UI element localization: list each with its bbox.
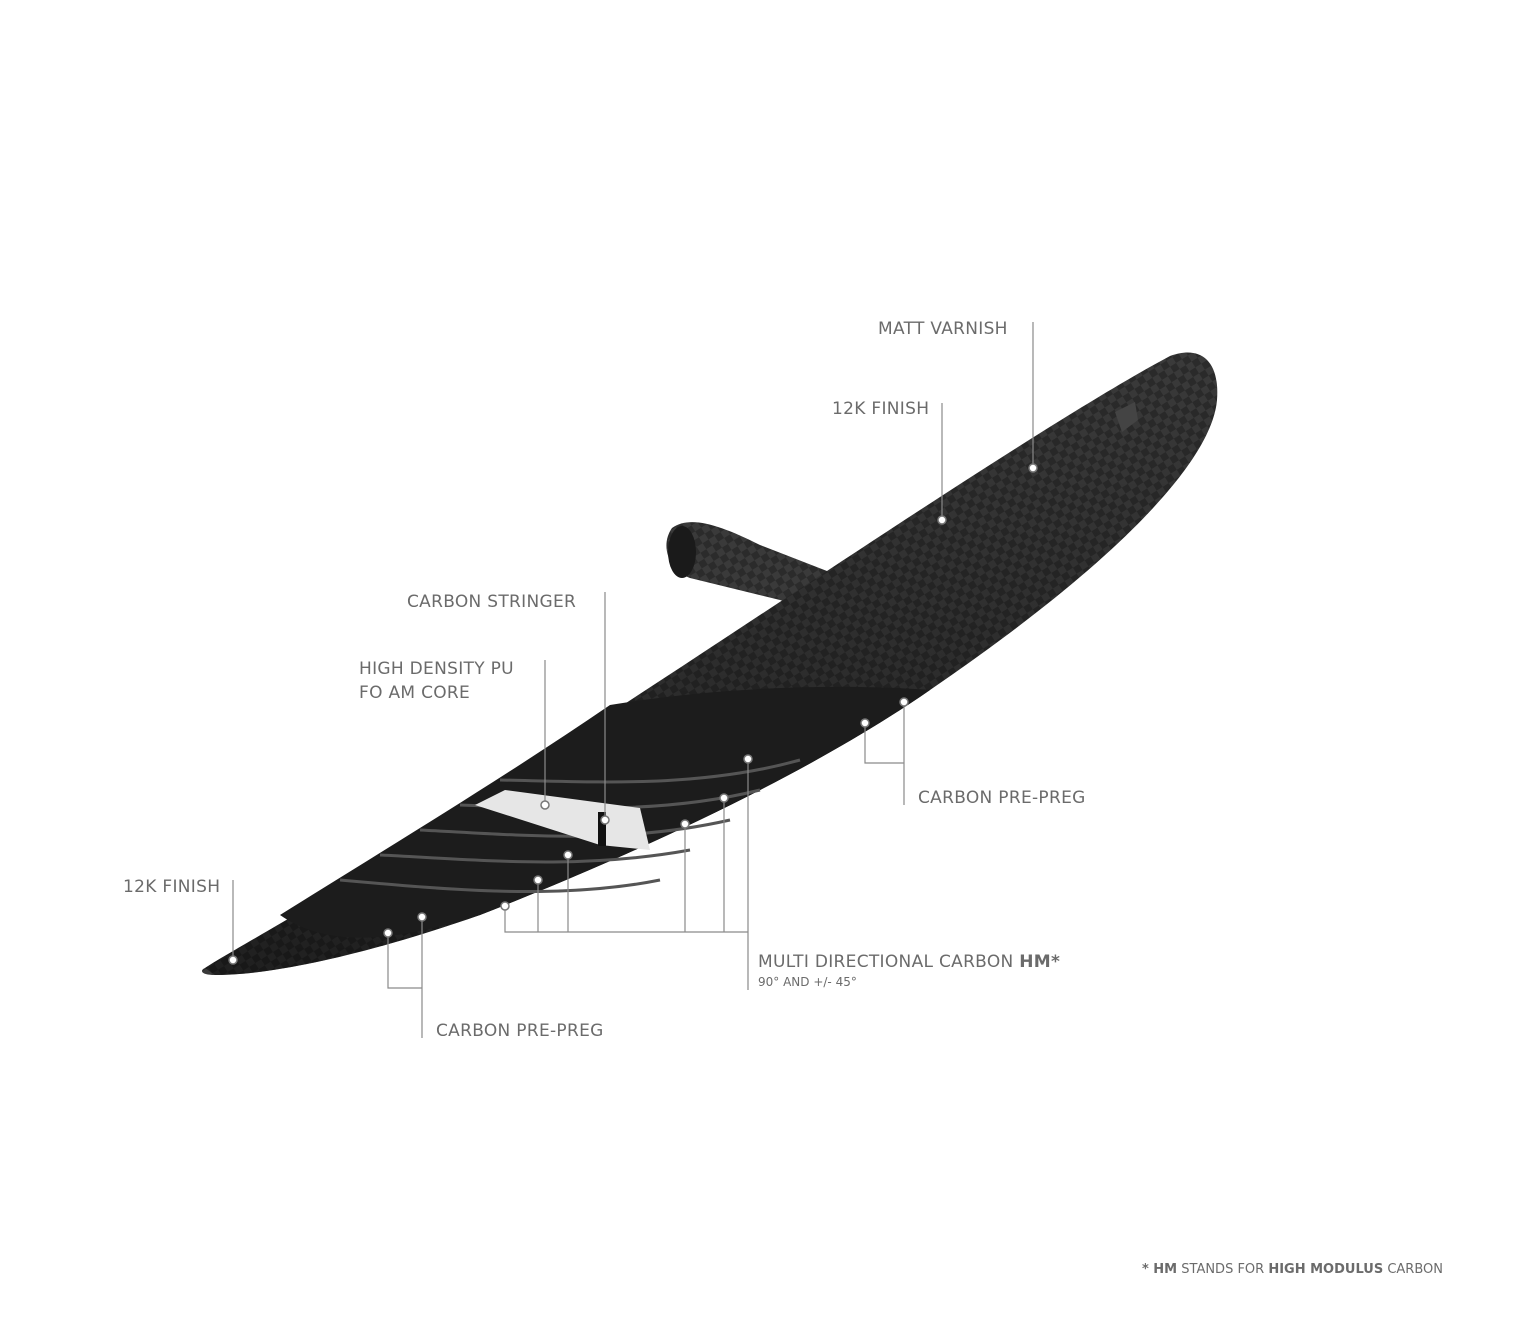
label-matt-varnish: MATT VARNISH <box>878 319 1008 339</box>
footnote-carbon: CARBON <box>1383 1262 1443 1277</box>
footnote-high-modulus: HIGH MODULUS <box>1268 1262 1384 1277</box>
label-foam-core-1: HIGH DENSITY PU <box>359 659 514 679</box>
label-multi-directional-carbon: MULTI DIRECTIONAL CARBON HM* <box>758 950 1060 974</box>
foam-core <box>475 790 650 850</box>
mast-end <box>668 526 696 578</box>
label-12k-finish-top: 12K FINISH <box>832 399 930 419</box>
footnote-hm: HM <box>1153 1262 1178 1277</box>
label-carbon-prepreg-bottom: CARBON PRE-PREG <box>436 1021 604 1041</box>
multi-main-text: MULTI DIRECTIONAL CARBON <box>758 952 1020 972</box>
callout-dots <box>228 463 1038 965</box>
label-12k-finish-left: 12K FINISH <box>123 877 221 897</box>
footnote: * HM STANDS FOR HIGH MODULUS CARBON <box>1142 1262 1443 1277</box>
label-foam-core-2: FO AM CORE <box>359 683 471 703</box>
multi-bold-text: HM* <box>1019 952 1061 972</box>
brand-logo <box>1115 402 1138 432</box>
label-multi-sub: 90° AND +/- 45° <box>758 975 857 989</box>
label-carbon-prepreg-right: CARBON PRE-PREG <box>918 788 1086 808</box>
footnote-stands-for: STANDS FOR <box>1177 1262 1269 1277</box>
leader-lines <box>232 322 1034 1038</box>
label-carbon-stringer: CARBON STRINGER <box>407 592 577 612</box>
footnote-star: * <box>1141 1262 1154 1277</box>
carbon-stringer-bar <box>598 812 606 846</box>
